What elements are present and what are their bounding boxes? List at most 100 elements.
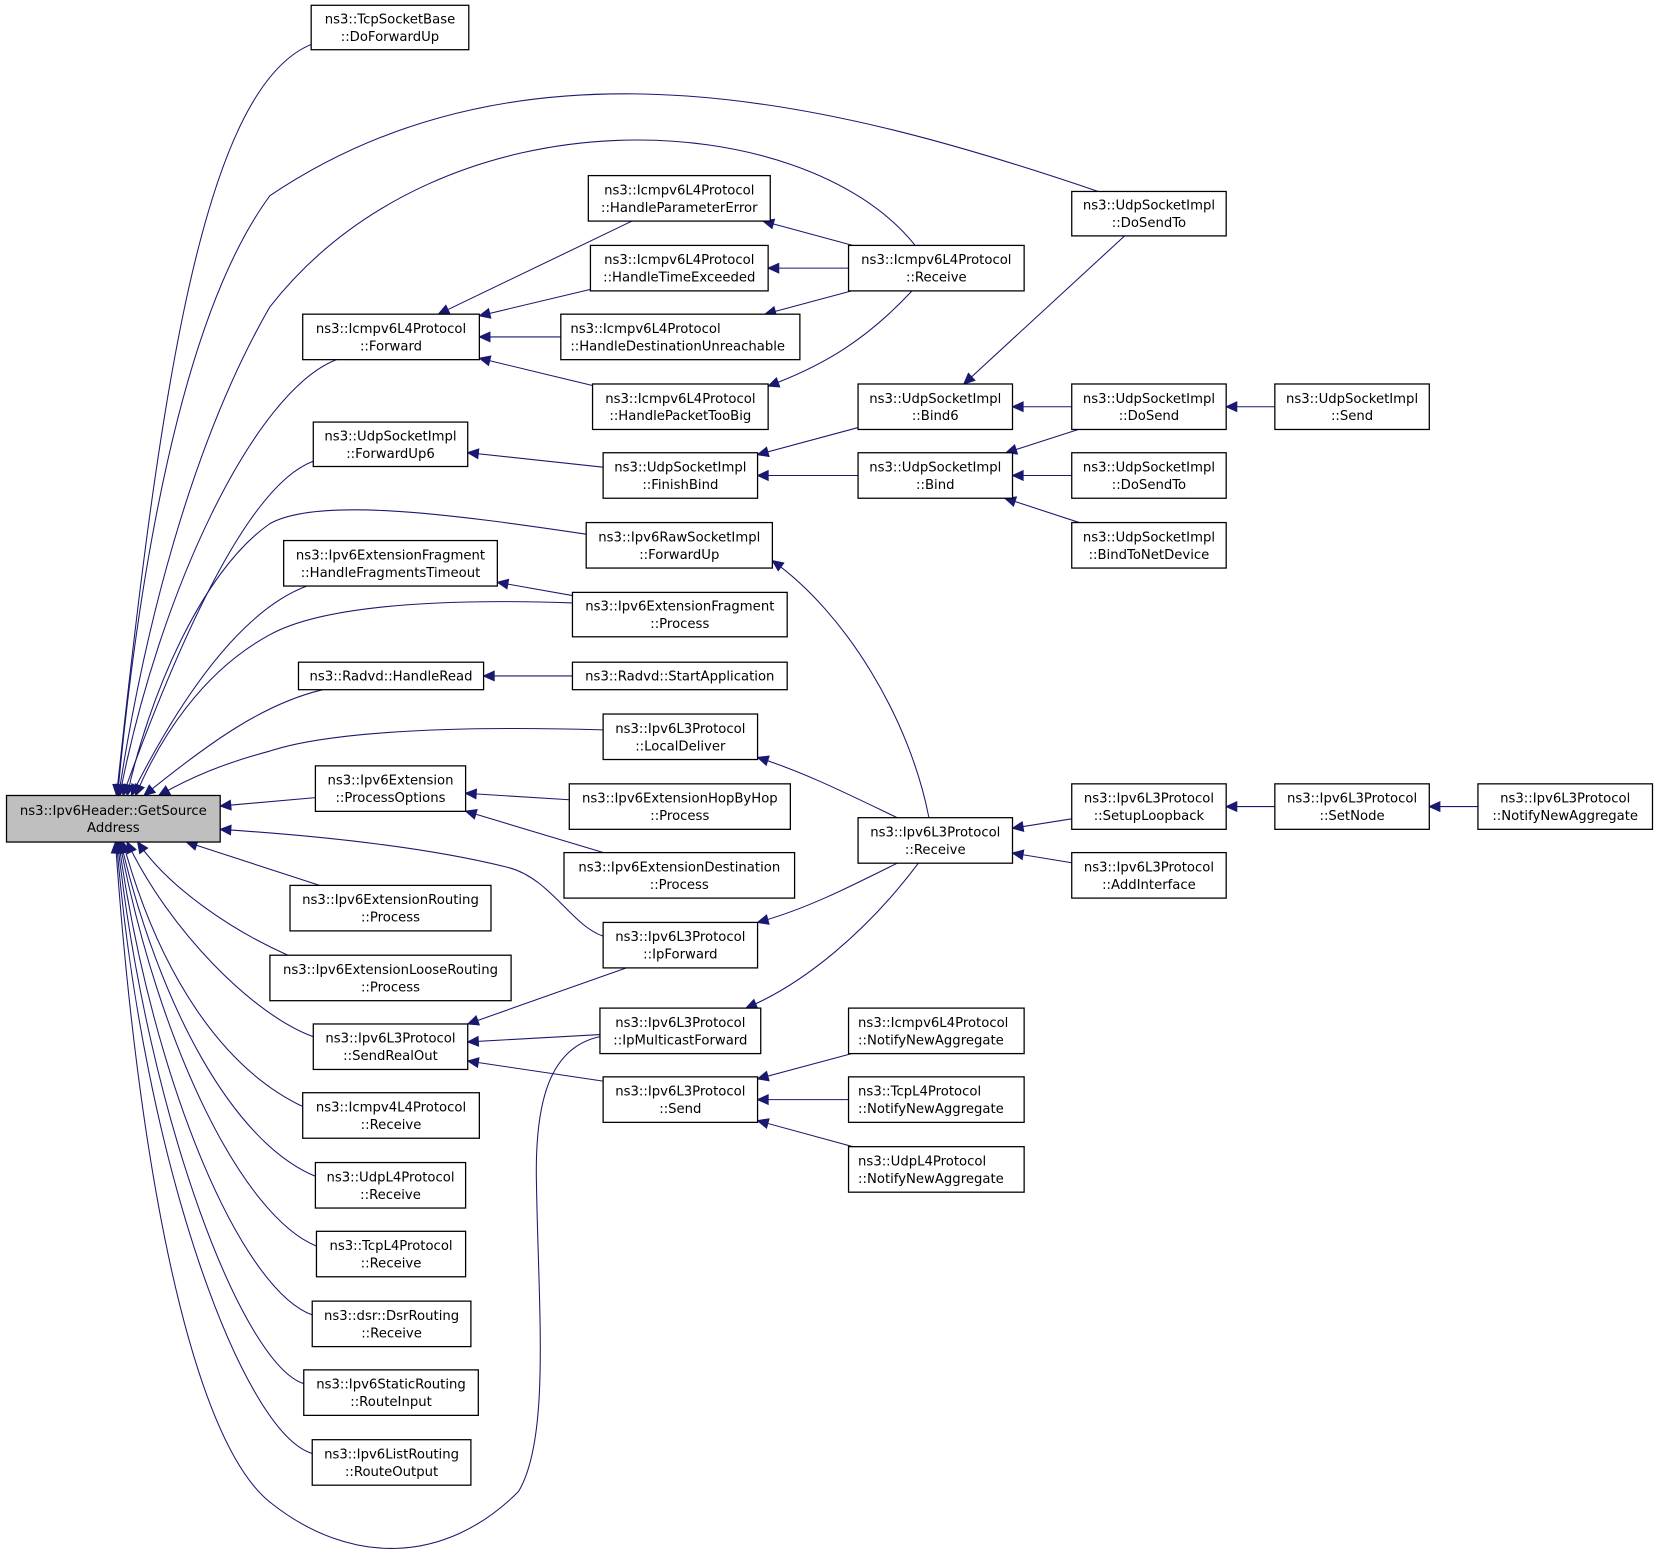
node-box xyxy=(563,851,796,899)
caller-node[interactable]: ns3::UdpSocketImpl::DoSend xyxy=(1071,383,1227,431)
caller-node[interactable]: ns3::Icmpv6L4Protocol::HandleTimeExceede… xyxy=(589,244,769,292)
caller-node[interactable]: ns3::Ipv6ExtensionLooseRouting::Process xyxy=(269,954,512,1002)
edge-l3_setnode-to-l3_setuploop xyxy=(1224,801,1275,813)
node-label: ::SetNode xyxy=(1320,809,1385,824)
caller-node[interactable]: ns3::Ipv6ExtensionHopByHop::Process xyxy=(568,783,791,830)
node-label: ns3::UdpSocketImpl xyxy=(1286,392,1418,407)
edge-list_ro-to-root xyxy=(111,840,313,1454)
edge-line xyxy=(1005,428,1079,454)
caller-node[interactable]: ns3::Icmpv6L4Protocol::Receive xyxy=(847,244,1025,292)
node-label: ::SendRealOut xyxy=(343,1049,438,1064)
caller-node[interactable]: ns3::Ipv6ExtensionFragment::HandleFragme… xyxy=(283,539,498,587)
caller-node[interactable]: ns3::Ipv6L3Protocol::SendRealOut xyxy=(312,1023,469,1071)
caller-node[interactable]: ns3::TcpL4Protocol::NotifyNewAggregate xyxy=(847,1076,1025,1123)
edge-line xyxy=(757,756,898,819)
caller-node[interactable]: ns3::TcpL4Protocol::Receive xyxy=(315,1230,467,1278)
node-label: ns3::TcpL4Protocol xyxy=(329,1239,452,1254)
caller-node[interactable]: ns3::Ipv6L3Protocol::SetNode xyxy=(1274,783,1430,830)
edge-tcpl4_recv-to-root xyxy=(116,840,317,1247)
caller-node[interactable]: ns3::UdpSocketImpl::DoSendTo xyxy=(1071,452,1227,499)
node-label: ::HandlePacketTooBig xyxy=(609,409,751,424)
caller-node[interactable]: ns3::Ipv6Extension::ProcessOptions xyxy=(314,765,467,812)
arrowhead-icon xyxy=(482,670,495,682)
caller-node[interactable]: ns3::Icmpv6L4Protocol::HandleDestination… xyxy=(560,313,801,361)
arrowhead-icon xyxy=(134,783,146,797)
edge-l3_send-to-l3_sendrealout xyxy=(466,1057,604,1082)
caller-node[interactable]: ns3::Ipv6ListRouting::RouteOutput xyxy=(311,1439,472,1486)
caller-node[interactable]: ns3::Ipv6L3Protocol::Send xyxy=(602,1076,759,1123)
caller-node[interactable]: ns3::Ipv6L3Protocol::AddInterface xyxy=(1071,851,1227,899)
caller-node[interactable]: ns3::Icmpv6L4Protocol::NotifyNewAggregat… xyxy=(847,1007,1025,1055)
node-box xyxy=(5,794,221,843)
node-label: ::Receive xyxy=(361,1118,422,1133)
node-label: ::Process xyxy=(361,980,420,995)
edge-l3_setuploop-to-l3_receive xyxy=(1011,818,1072,832)
node-label: ns3::Icmpv6L4Protocol xyxy=(858,1016,1008,1031)
edge-udp_finishbind-to-udp_fwdup6 xyxy=(466,448,604,468)
caller-node[interactable]: ns3::UdpSocketImpl::DoSendTo xyxy=(1071,190,1227,237)
node-label: ::Bind xyxy=(916,478,954,493)
caller-node[interactable]: ns3::UdpSocketImpl::FinishBind xyxy=(602,452,759,499)
edge-radvd_hr-to-root xyxy=(143,689,323,797)
node-label: ::DoForwardUp xyxy=(341,30,439,45)
caller-node[interactable]: ns3::Icmpv6L4Protocol::HandleParameterEr… xyxy=(587,174,771,222)
node-label: ns3::Icmpv6L4Protocol xyxy=(604,183,754,198)
caller-node[interactable]: ns3::UdpSocketImpl::BindToNetDevice xyxy=(1071,521,1227,569)
arrowhead-icon xyxy=(136,840,149,855)
edge-line xyxy=(479,288,591,317)
caller-node[interactable]: ns3::Radvd::StartApplication xyxy=(571,661,788,691)
node-label: ::Receive xyxy=(360,1188,421,1203)
caller-node[interactable]: ns3::UdpSocketImpl::Bind6 xyxy=(857,383,1014,431)
caller-node[interactable]: ns3::Ipv6RawSocketImpl::ForwardUp xyxy=(585,521,774,569)
caller-node[interactable]: ns3::Ipv6ExtensionRouting::Process xyxy=(289,884,492,932)
caller-node[interactable]: ns3::Ipv6L3Protocol::SetupLoopback xyxy=(1071,783,1227,830)
node-label: ns3::Ipv6L3Protocol xyxy=(870,825,1000,840)
node-label: ns3::Ipv6Extension xyxy=(328,774,454,789)
node-box xyxy=(847,1007,1025,1055)
caller-node[interactable]: ns3::Icmpv4L4Protocol::Receive xyxy=(302,1092,480,1139)
node-label: ::IpMulticastForward xyxy=(613,1033,747,1048)
caller-node[interactable]: ns3::UdpL4Protocol::NotifyNewAggregate xyxy=(847,1146,1025,1193)
node-box xyxy=(585,521,774,569)
node-box xyxy=(312,421,469,468)
node-box xyxy=(1071,851,1227,899)
caller-node[interactable]: ns3::TcpSocketBase::DoForwardUp xyxy=(310,4,470,51)
node-label: ns3::TcpL4Protocol xyxy=(858,1085,981,1100)
node-label: ns3::UdpSocketImpl xyxy=(869,392,1001,407)
edge-ext_dest-to-ext_procopt xyxy=(464,809,604,854)
edge-line xyxy=(757,862,898,923)
caller-node[interactable]: ns3::Ipv6StaticRouting::RouteInput xyxy=(303,1369,479,1417)
edge-line xyxy=(114,841,601,1549)
caller-node[interactable]: ns3::UdpSocketImpl::Bind xyxy=(857,452,1014,499)
caller-node[interactable]: ns3::UdpL4Protocol::Receive xyxy=(314,1161,467,1209)
edge-line xyxy=(467,452,604,468)
node-label: ::IpForward xyxy=(643,948,717,963)
edge-line xyxy=(465,810,604,854)
caller-node[interactable]: ns3::Icmpv6L4Protocol::Forward xyxy=(302,313,480,361)
caller-node[interactable]: ns3::UdpSocketImpl::Send xyxy=(1274,383,1430,431)
caller-node[interactable]: ns3::Ipv6L3Protocol::Receive xyxy=(857,817,1014,864)
edge-frag_proc-to-root xyxy=(134,601,573,797)
node-label: ns3::Ipv6Header::GetSource xyxy=(20,804,207,819)
node-label: ns3::Radvd::HandleRead xyxy=(310,670,473,685)
caller-node[interactable]: ns3::Ipv6L3Protocol::IpForward xyxy=(602,921,759,969)
node-box xyxy=(568,783,791,830)
arrowhead-icon xyxy=(756,446,770,458)
arrowhead-icon xyxy=(466,1035,480,1047)
caller-node[interactable]: ns3::dsr::DsrRouting::Receive xyxy=(311,1300,472,1348)
node-box xyxy=(311,1300,472,1348)
caller-node[interactable]: ns3::Ipv6L3Protocol::IpMulticastForward xyxy=(599,1007,762,1055)
caller-node[interactable]: ns3::UdpSocketImpl::ForwardUp6 xyxy=(312,421,469,468)
node-label: ns3::Ipv6L3Protocol xyxy=(615,722,745,737)
arrowhead-icon xyxy=(756,1118,770,1129)
caller-node[interactable]: ns3::Ipv6L3Protocol::LocalDeliver xyxy=(602,713,759,761)
node-box xyxy=(602,1076,759,1123)
caller-node[interactable]: ns3::Ipv6ExtensionDestination::Process xyxy=(563,851,796,899)
caller-node[interactable]: ns3::Radvd::HandleRead xyxy=(297,661,485,691)
caller-node[interactable]: ns3::Ipv6ExtensionFragment::Process xyxy=(571,591,788,638)
edge-line xyxy=(767,290,913,387)
caller-node[interactable]: ns3::Icmpv6L4Protocol::HandlePacketTooBi… xyxy=(591,383,769,431)
caller-node[interactable]: ns3::Ipv6L3Protocol::NotifyNewAggregate xyxy=(1477,783,1654,830)
